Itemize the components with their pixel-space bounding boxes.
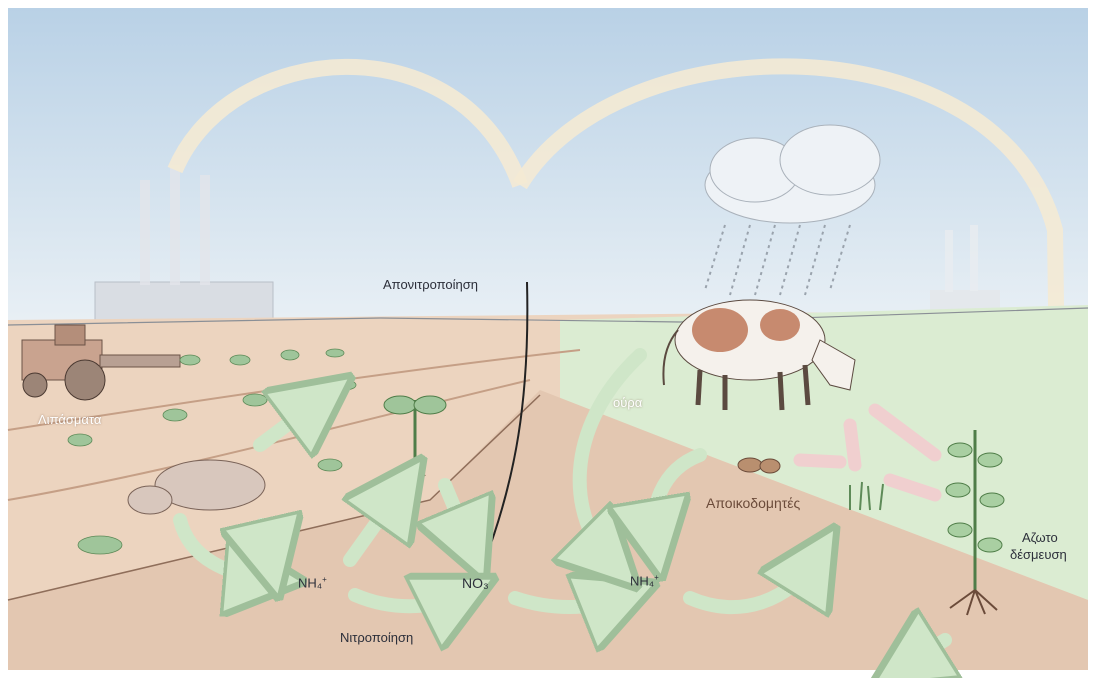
ammonium-left-label: NH₄+ bbox=[298, 575, 327, 591]
urine-label: ούρα bbox=[613, 395, 642, 411]
ammonium-left-text: NH₄ bbox=[298, 575, 322, 590]
denitrification-label: Απονιτροποίηση bbox=[383, 277, 478, 293]
ammonium-right-charge: + bbox=[654, 573, 659, 582]
ammonium-right-label: NH₄+ bbox=[630, 573, 659, 589]
nitrate-label: NO₃ bbox=[462, 575, 489, 592]
fixation-label-line1: Αζωτο bbox=[1022, 530, 1058, 546]
ammonium-left-charge: + bbox=[322, 575, 327, 584]
decomposers-label: Αποικοδομητές bbox=[706, 495, 800, 512]
fertilizers-label: Λιπάσματα bbox=[38, 412, 101, 428]
ammonium-right-text: NH₄ bbox=[630, 573, 654, 588]
nitrification-label: Νιτροποίηση bbox=[340, 630, 413, 646]
fixation-label-line2: δέσμευση bbox=[1010, 547, 1067, 563]
